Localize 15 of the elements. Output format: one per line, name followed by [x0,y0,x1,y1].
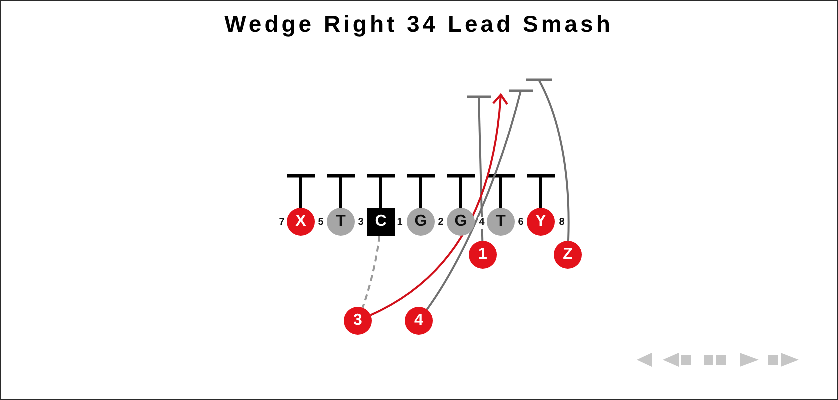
block-line [524,78,570,242]
block-line [365,174,397,208]
block-line [325,174,357,208]
gap-number: 4 [478,217,486,229]
route-arrow [370,94,508,316]
block-line [445,174,477,208]
center-square: C [367,208,395,236]
block-line [485,174,517,208]
block-line [466,96,492,242]
block-line [285,174,317,208]
dashed-line [362,236,381,308]
block-line [426,90,534,310]
block-line [405,174,437,208]
diagram-title: Wedge Right 34 Lead Smash [224,10,614,38]
block-line [525,174,557,208]
